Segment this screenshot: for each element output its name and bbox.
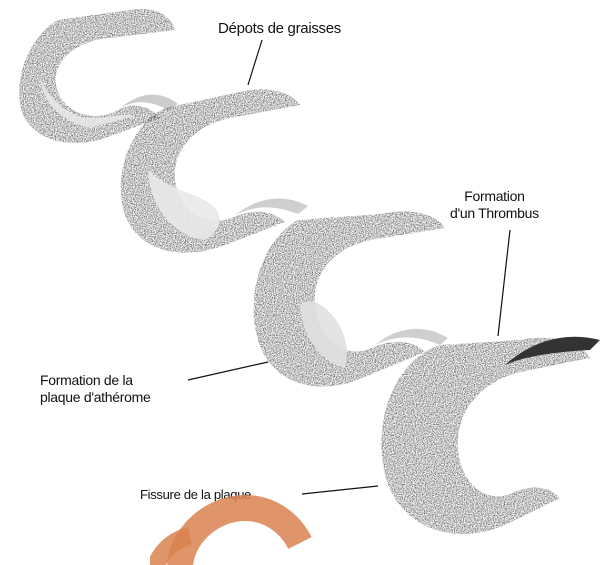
- label-formation-thrombus-line1: Formation: [450, 188, 539, 205]
- leader-thrombus: [498, 230, 510, 336]
- leader-plaque: [188, 362, 268, 380]
- label-formation-plaque-line2: plaque d'athérome: [40, 389, 150, 406]
- watermark-arcs: [150, 468, 320, 565]
- label-formation-thrombus: Formation d'un Thrombus: [450, 188, 539, 222]
- label-formation-thrombus-line2: d'un Thrombus: [450, 205, 539, 222]
- label-formation-plaque: Formation de la plaque d'athérome: [40, 372, 150, 406]
- label-depots-graisses: Dépots de graisses: [218, 20, 341, 37]
- artery-stage-4: [381, 337, 600, 534]
- leader-depots: [248, 40, 262, 85]
- label-formation-plaque-line1: Formation de la: [40, 372, 150, 389]
